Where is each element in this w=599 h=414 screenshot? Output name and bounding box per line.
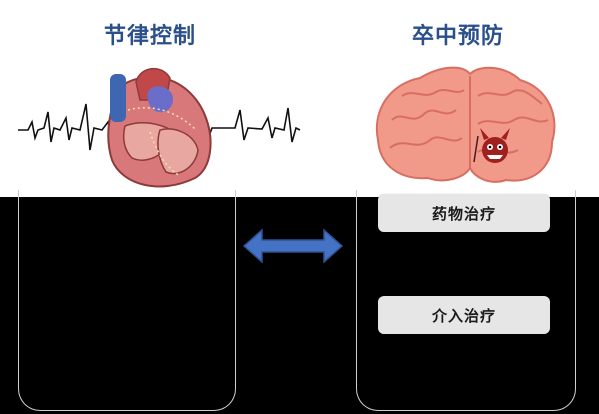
right-panel-frame [356,190,576,411]
brain-icon [375,66,556,183]
left-panel-frame [18,190,236,411]
double-arrow-icon [242,228,344,264]
heart-icon [107,68,212,188]
interventional-therapy-box: 介入治疗 [378,296,550,334]
devil-face-icon [473,128,510,163]
rhythm-control-heading: 节律控制 [104,24,197,49]
drug-therapy-box: 药物治疗 [378,194,550,232]
stroke-prevention-heading: 卒中预防 [412,24,505,49]
